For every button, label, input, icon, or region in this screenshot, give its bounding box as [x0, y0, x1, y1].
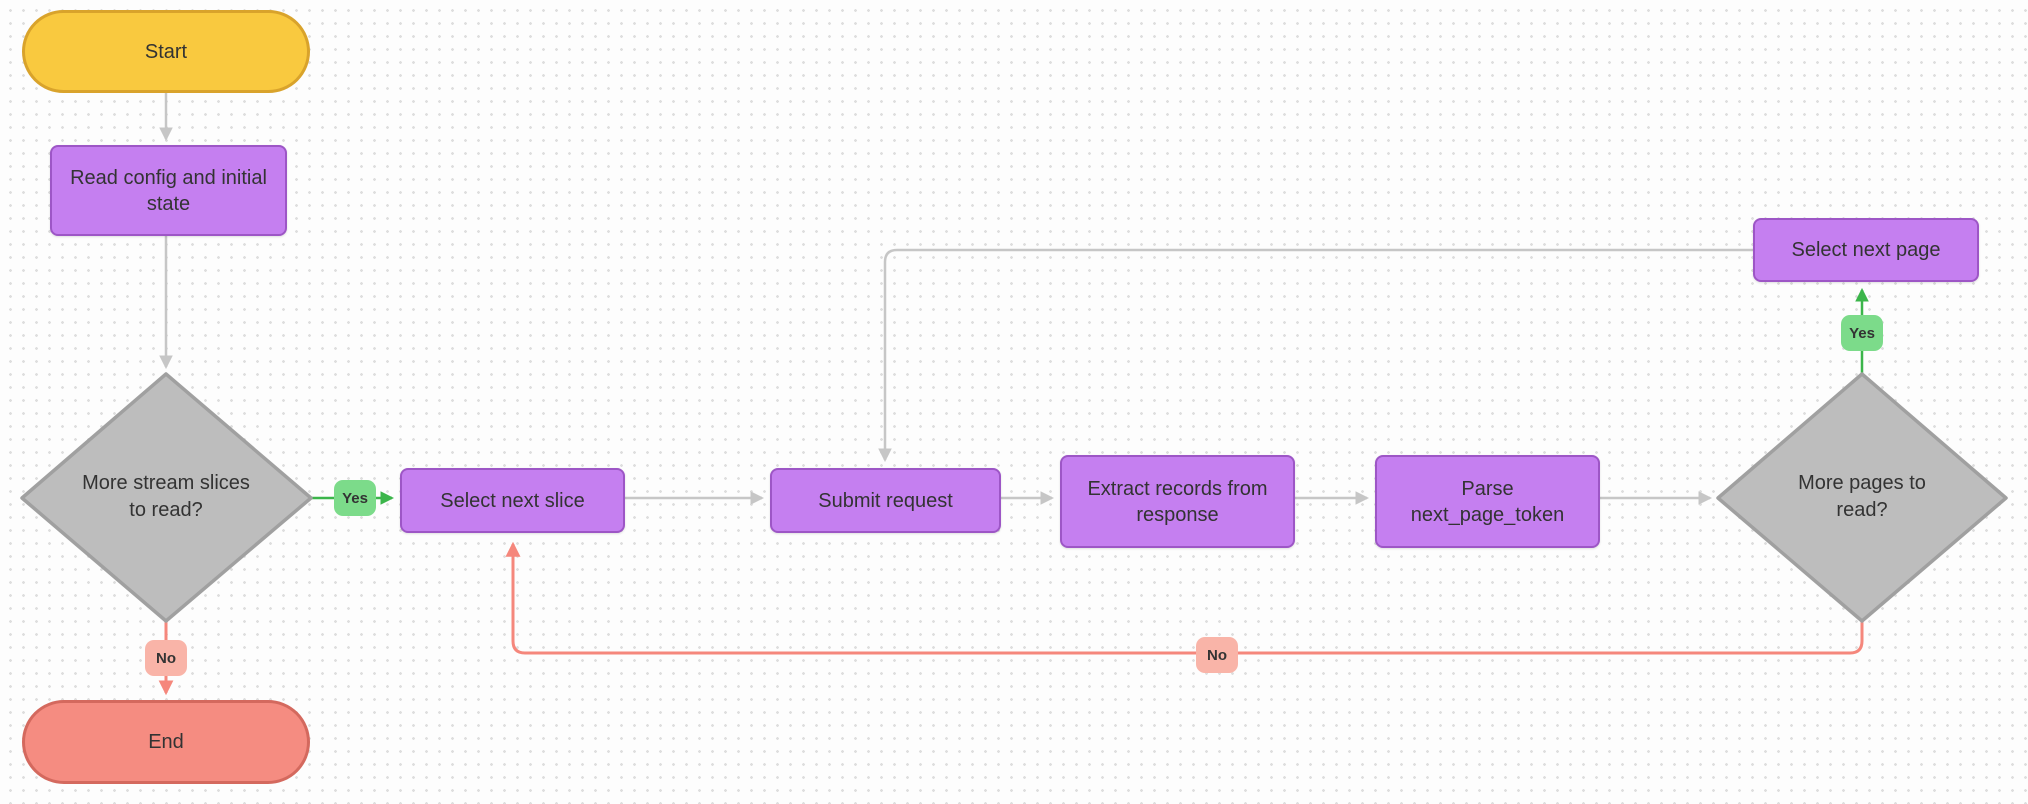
decision-more-slices-shape[interactable] [20, 372, 313, 623]
node-start-label: Start [144, 40, 188, 63]
node-select-next-page[interactable]: Select next page [1753, 218, 1979, 282]
edge-more-pages-no-loop [505, 541, 1864, 655]
node-start[interactable]: Start [22, 10, 310, 93]
node-read-config[interactable]: Read config and initial state [50, 145, 287, 236]
node-extract-records[interactable]: Extract records from response [1060, 455, 1295, 548]
node-select-next-slice[interactable]: Select next slice [400, 468, 625, 533]
node-more-pages-label: More pages to read? [1798, 472, 1926, 521]
node-select-next-page-label: Select next page [1791, 239, 1941, 261]
node-extract-records-label: Extract records from response [1087, 477, 1268, 526]
edge-select-page-to-submit-loop [878, 248, 1753, 463]
edge-label-more-pages-no: No [1196, 637, 1238, 673]
edge-label-more-slices-yes: Yes [334, 480, 376, 516]
node-parse-token-label: Parse next_page_token [1410, 477, 1565, 526]
node-more-slices-label: More stream slices to read? [82, 472, 250, 521]
node-parse-token[interactable]: Parse next_page_token [1375, 455, 1600, 548]
node-end-label: End [148, 731, 184, 753]
decision-more-pages-shape[interactable] [1716, 372, 2008, 623]
node-read-config-label: Read config and initial state [70, 166, 267, 215]
node-select-next-slice-label: Select next slice [440, 489, 585, 512]
node-submit-request-label: Submit request [818, 489, 953, 512]
edge-label-more-slices-no: No [145, 640, 187, 676]
edge-label-more-pages-yes: Yes [1841, 315, 1883, 351]
node-submit-request[interactable]: Submit request [770, 468, 1001, 533]
node-end[interactable]: End [22, 700, 310, 784]
